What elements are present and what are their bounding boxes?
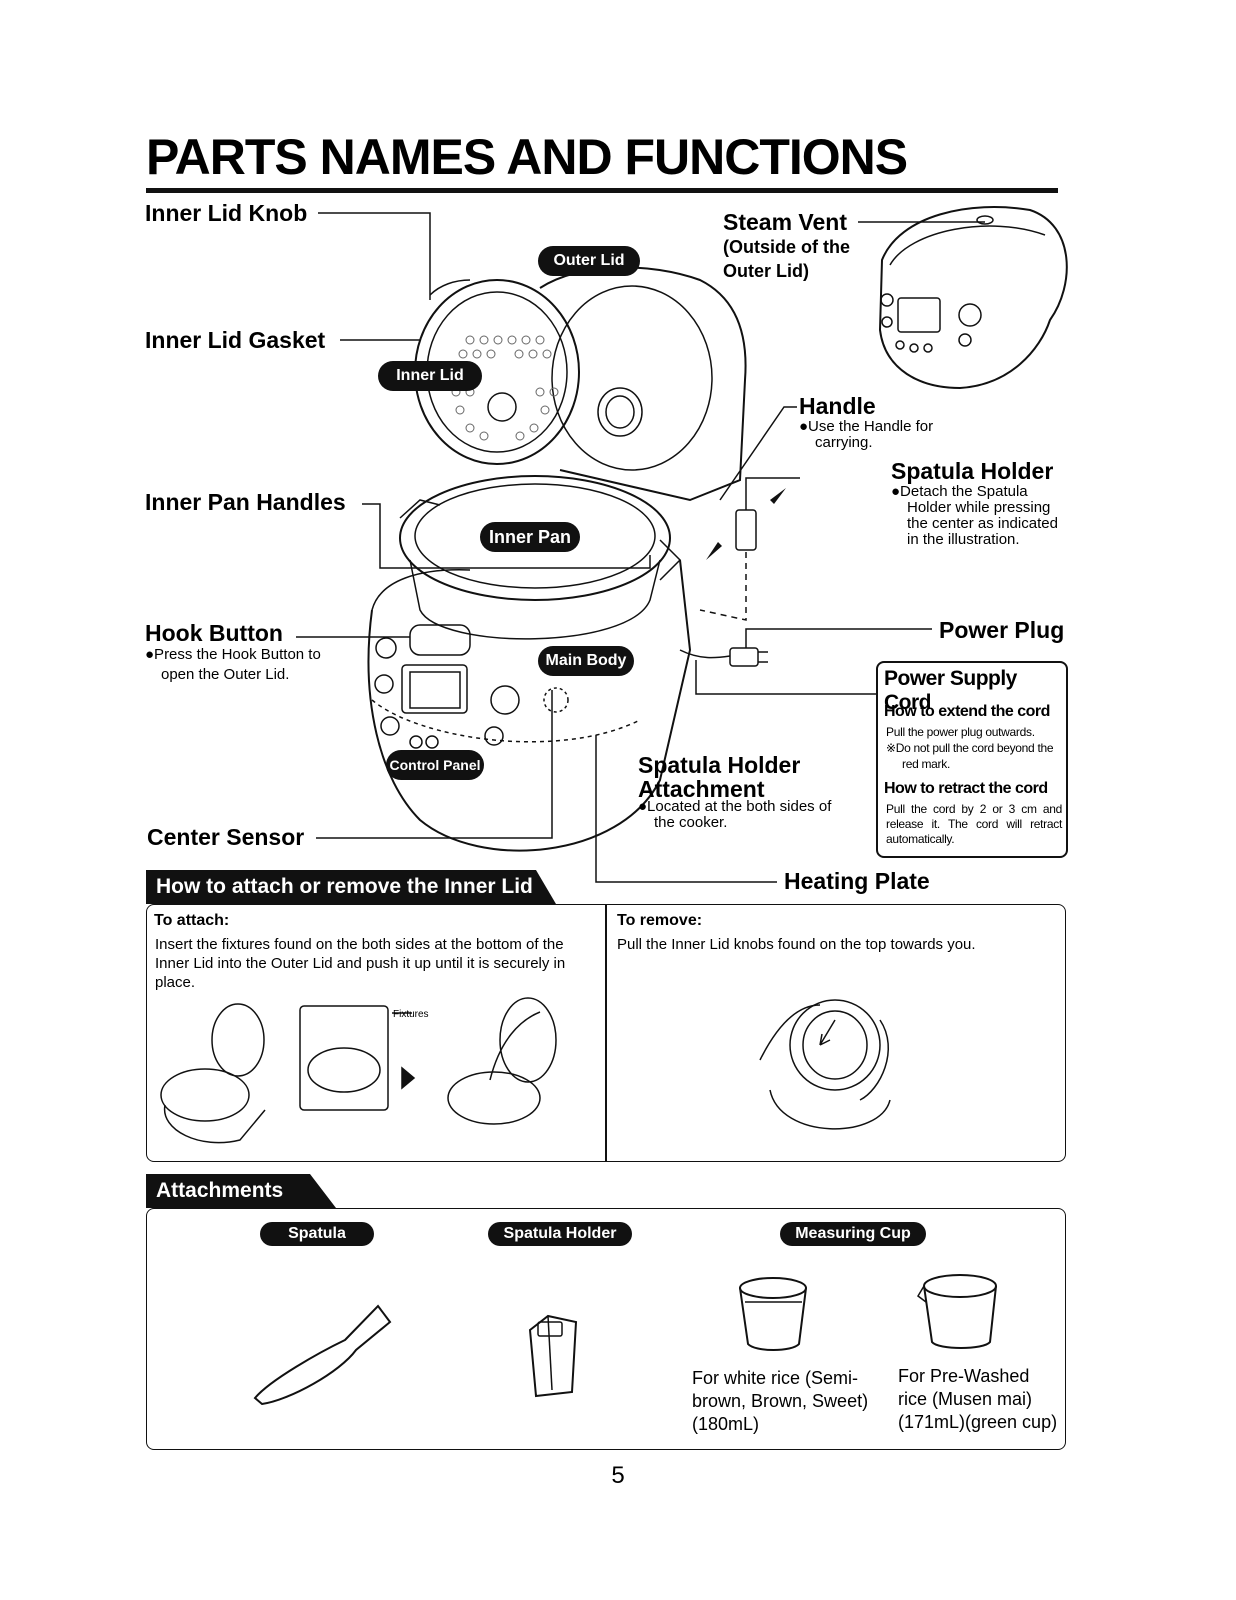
- page-title: PARTS NAMES AND FUNCTIONS: [146, 129, 908, 185]
- hook-button-note-1: ●Press the Hook Button to: [145, 646, 321, 663]
- spatula-holder-note-2: Holder while pressing: [907, 499, 1051, 516]
- prewashed-caption-3: (171mL)(green cup): [898, 1412, 1058, 1432]
- leader-center-sensor: [316, 690, 553, 839]
- page-number: 5: [611, 1462, 625, 1489]
- label-power-plug: Power Plug: [939, 617, 1065, 643]
- label-steam-vent: Steam Vent: [723, 209, 847, 235]
- label-inner-pan-handles: Inner Pan Handles: [145, 489, 346, 515]
- leader-heating-plate: [595, 735, 777, 883]
- retract-cord-text: Pull the cord by 2 or 3 cm and release i…: [886, 802, 1062, 846]
- extend-cord-text-1: Pull the power plug outwards.: [886, 725, 1035, 739]
- attachment-note-1: ●Located at the both sides of: [638, 798, 832, 815]
- label-inner-lid-gasket: Inner Lid Gasket: [145, 327, 326, 353]
- leader-power-plug: [745, 628, 932, 648]
- box-divider: [605, 905, 607, 1161]
- fixtures-label: Fixtures: [393, 1009, 429, 1020]
- callout-inner-lid: Inner Lid: [378, 361, 482, 391]
- retract-cord-heading: How to retract the cord: [884, 780, 1048, 797]
- spatula-holder-note-1: ●Detach the Spatula: [891, 483, 1028, 500]
- leader-power-cord: [695, 660, 876, 695]
- steam-vent-sub-1: (Outside of the: [723, 237, 850, 257]
- to-remove-text: Pull the Inner Lid knobs found on the to…: [617, 936, 976, 953]
- callout-outer-lid: Outer Lid: [538, 246, 640, 276]
- attachment-note-2: the cooker.: [654, 814, 728, 831]
- leader-inner-pan-handles: [362, 503, 651, 569]
- callout-main-body: Main Body: [538, 646, 634, 676]
- steam-vent-sub-2: Outer Lid): [723, 261, 809, 281]
- white-rice-caption-3: (180mL): [692, 1414, 760, 1434]
- spatula-holder-note-3: the center as indicated: [907, 515, 1058, 532]
- inner-lid-section-heading: How to attach or remove the Inner Lid: [146, 870, 556, 904]
- prewashed-caption-2: rice (Musen mai): [898, 1389, 1033, 1409]
- handle-note-1: ●Use the Handle for: [799, 418, 934, 435]
- label-spatula-holder: Spatula Holder: [891, 458, 1054, 484]
- label-hook-button: Hook Button: [145, 620, 283, 646]
- power-supply-cord-box: Power Supply Cord How to extend the cord…: [876, 661, 1068, 858]
- extend-cord-text-2: ※Do not pull the cord beyond the: [886, 741, 1054, 755]
- attachment-measuring-cup-tag: Measuring Cup: [780, 1222, 926, 1246]
- attachment-spatula-holder-tag: Spatula Holder: [488, 1222, 632, 1246]
- to-attach-heading: To attach:: [154, 912, 230, 929]
- white-rice-caption-2: brown, Brown, Sweet): [692, 1391, 869, 1411]
- label-spatula-holder-attachment-1: Spatula Holder: [638, 752, 801, 778]
- label-heating-plate: Heating Plate: [784, 868, 930, 894]
- leader-spatula-holder: [745, 477, 800, 510]
- inner-lid-instructions-box: To attach: Insert the fixtures found on …: [146, 904, 1066, 1162]
- extend-cord-text-3: red mark.: [902, 757, 950, 771]
- label-spatula-holder-attachment-2: Attachment: [638, 776, 765, 802]
- spatula-holder-note-4: in the illustration.: [907, 531, 1020, 548]
- label-handle: Handle: [799, 393, 876, 419]
- white-rice-caption-1: For white rice (Semi-: [692, 1368, 859, 1388]
- attachments-box: [146, 1208, 1066, 1450]
- attachments-heading: Attachments: [146, 1174, 336, 1208]
- handle-note-2: carrying.: [815, 434, 873, 451]
- to-remove-heading: To remove:: [617, 912, 703, 929]
- power-cord-title: Power Supply Cord: [884, 667, 1017, 714]
- attachment-spatula-tag: Spatula: [260, 1222, 374, 1246]
- title-divider: [146, 188, 1058, 193]
- callout-inner-pan: Inner Pan: [480, 522, 580, 552]
- prewashed-caption-1: For Pre-Washed: [898, 1366, 1030, 1386]
- to-attach-text: Insert the fixtures found on the both si…: [155, 936, 566, 991]
- hook-button-note-2: open the Outer Lid.: [161, 666, 290, 683]
- label-inner-lid-knob: Inner Lid Knob: [145, 200, 308, 226]
- extend-cord-heading: How to extend the cord: [884, 703, 1050, 720]
- label-center-sensor: Center Sensor: [147, 824, 305, 850]
- callout-control-panel: Control Panel: [386, 750, 484, 780]
- leader-handle: [719, 406, 797, 501]
- leader-inner-lid-knob: [318, 212, 431, 300]
